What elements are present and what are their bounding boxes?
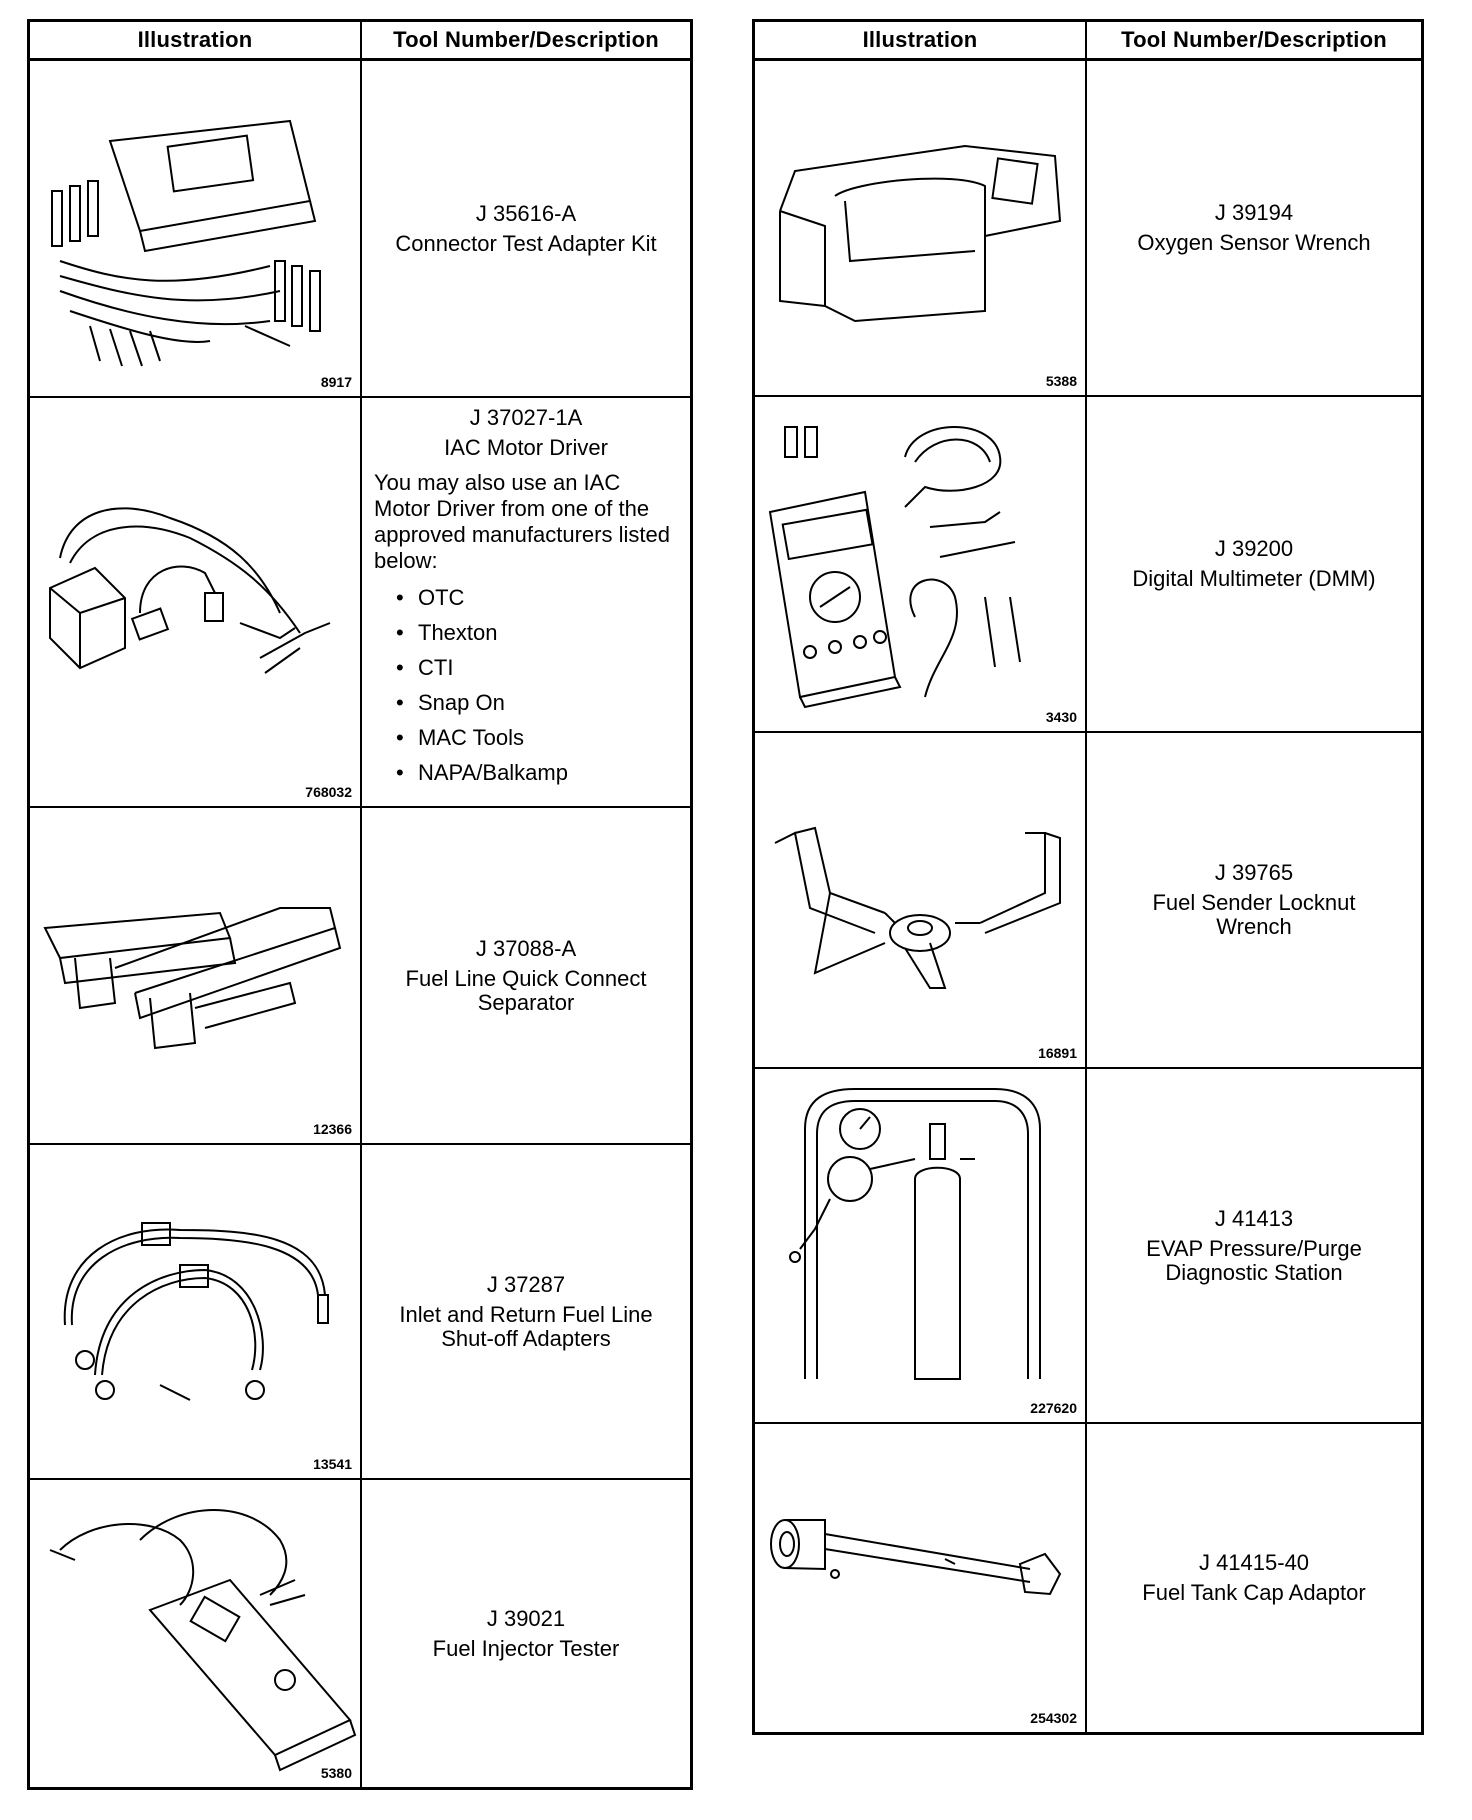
tool-description: Fuel Sender Locknut Wrench <box>1152 890 1356 939</box>
tool-number: J 39200 <box>1214 536 1294 561</box>
fuel-line-adapters-icon: 13541 <box>30 1145 360 1478</box>
tool-description: Digital Multimeter (DMM) <box>1132 566 1376 591</box>
column-divider <box>1085 22 1087 1732</box>
illustration-header: Illustration <box>137 27 253 52</box>
figure-number: 254302 <box>1030 1710 1077 1726</box>
iac-motor-driver-icon: 768032 <box>30 398 360 806</box>
table-row: 5380 J 39021 Fuel Injector Tester <box>30 1480 690 1787</box>
approved-manufacturers-note: You may also use an IAC Motor Driver fro… <box>374 470 670 573</box>
tool-description-cell: J 41415-40 Fuel Tank Cap Adaptor <box>1087 1424 1421 1732</box>
tool-description-cell: J 39765 Fuel Sender Locknut Wrench <box>1087 733 1421 1067</box>
table-row: 3430 J 39200 Digital Multimeter (DMM) <box>755 397 1421 733</box>
illustration-header: Illustration <box>862 27 978 52</box>
figure-number: 8917 <box>320 374 352 390</box>
tool-description: Fuel Tank Cap Adaptor <box>1142 1580 1366 1605</box>
tool-description-cell: J 41413 EVAP Pressure/Purge Diagnostic S… <box>1087 1069 1421 1422</box>
tool-description-cell: J 39021 Fuel Injector Tester <box>362 1480 690 1787</box>
tool-number: J 41415-40 <box>1198 1550 1310 1575</box>
tool-description-cell: J 37027-1A IAC Motor Driver You may also… <box>362 398 690 806</box>
figure-number: 12366 <box>313 1121 352 1137</box>
evap-station-icon: 227620 <box>755 1069 1085 1422</box>
tool-number: J 39194 <box>1214 200 1294 225</box>
tool-description-cell: J 35616-A Connector Test Adapter Kit <box>362 61 690 396</box>
tool-description-cell: J 37088-A Fuel Line Quick Connect Separa… <box>362 808 690 1143</box>
left-tool-table: Illustration Tool Number/Description 891… <box>27 19 693 1790</box>
tool-description: IAC Motor Driver <box>444 435 608 460</box>
tool-number: J 37287 <box>486 1271 566 1297</box>
tool-description: Oxygen Sensor Wrench <box>1137 230 1371 255</box>
tool-description-cell: J 37287 Inlet and Return Fuel Line Shut-… <box>362 1145 690 1478</box>
manufacturer-list: OTC Thexton CTI Snap On MAC Tools NAPA/B… <box>362 580 690 790</box>
description-header: Tool Number/Description <box>1121 27 1387 52</box>
fuel-injector-tester-icon: 5380 <box>30 1480 360 1787</box>
right-table-header: Illustration Tool Number/Description <box>755 22 1421 61</box>
tool-description: Connector Test Adapter Kit <box>395 230 657 256</box>
tool-description-cell: J 39200 Digital Multimeter (DMM) <box>1087 397 1421 731</box>
digital-multimeter-icon: 3430 <box>755 397 1085 731</box>
locknut-wrench-icon: 16891 <box>755 733 1085 1067</box>
table-row: 254302 J 41415-40 Fuel Tank Cap Adaptor <box>755 1424 1421 1732</box>
table-row: 768032 J 37027-1A IAC Motor Driver You m… <box>30 398 690 808</box>
tool-description: Fuel Line Quick Connect Separator <box>405 965 647 1015</box>
connector-test-adapter-kit-icon: 8917 <box>30 61 360 396</box>
tool-number: J 39765 <box>1214 860 1294 885</box>
table-row: 12366 J 37088-A Fuel Line Quick Connect … <box>30 808 690 1145</box>
list-item: Thexton <box>396 615 690 650</box>
list-item: OTC <box>396 580 690 615</box>
tool-number: J 39021 <box>486 1605 566 1631</box>
tool-number: J 35616-A <box>475 200 577 226</box>
list-item: NAPA/Balkamp <box>396 755 690 790</box>
tool-number: J 41413 <box>1214 1205 1294 1231</box>
figure-number: 13541 <box>313 1456 352 1472</box>
right-tool-table: Illustration Tool Number/Description 538… <box>752 19 1424 1735</box>
table-row: 5388 J 39194 Oxygen Sensor Wrench <box>755 61 1421 397</box>
fuel-tank-cap-adaptor-icon: 254302 <box>755 1424 1085 1732</box>
tool-number: J 37088-A <box>475 935 577 961</box>
table-row: 13541 J 37287 Inlet and Return Fuel Line… <box>30 1145 690 1480</box>
figure-number: 768032 <box>305 784 352 800</box>
tool-description: Fuel Injector Tester <box>432 1635 620 1661</box>
figure-number: 227620 <box>1030 1400 1077 1416</box>
description-header: Tool Number/Description <box>393 27 659 52</box>
figure-number: 16891 <box>1038 1045 1077 1061</box>
column-divider <box>360 22 362 1787</box>
tool-number: J 37027-1A <box>469 405 583 430</box>
table-row: 8917 J 35616-A Connector Test Adapter Ki… <box>30 61 690 398</box>
oxygen-sensor-wrench-icon: 5388 <box>755 61 1085 395</box>
tool-description-cell: J 39194 Oxygen Sensor Wrench <box>1087 61 1421 395</box>
quick-connect-separator-icon: 12366 <box>30 808 360 1143</box>
table-row: 16891 J 39765 Fuel Sender Locknut Wrench <box>755 733 1421 1069</box>
figure-number: 5380 <box>320 1765 352 1781</box>
list-item: Snap On <box>396 685 690 720</box>
tool-description: EVAP Pressure/Purge Diagnostic Station <box>1146 1235 1362 1285</box>
list-item: CTI <box>396 650 690 685</box>
table-row: 227620 J 41413 EVAP Pressure/Purge Diagn… <box>755 1069 1421 1424</box>
list-item: MAC Tools <box>396 720 690 755</box>
tool-description: Inlet and Return Fuel Line Shut-off Adap… <box>399 1301 653 1351</box>
figure-number: 5388 <box>1045 373 1077 389</box>
figure-number: 3430 <box>1045 709 1077 725</box>
